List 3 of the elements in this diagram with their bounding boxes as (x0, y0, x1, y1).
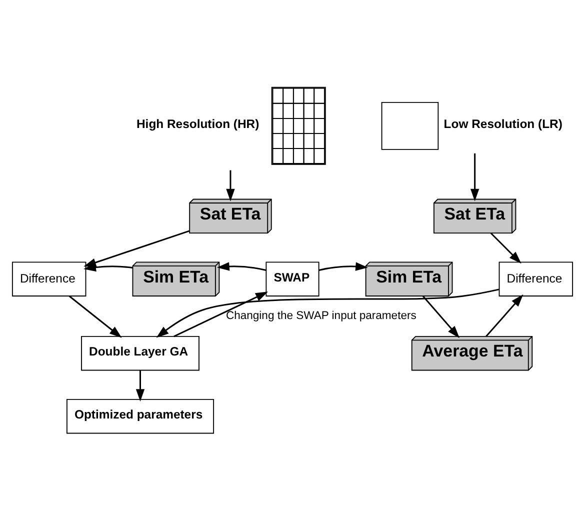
edge-label: Changing the SWAP input parameters (226, 310, 416, 322)
node-label: Low Resolution (LR) (444, 117, 562, 132)
node-label: High Resolution (HR) (136, 117, 260, 132)
